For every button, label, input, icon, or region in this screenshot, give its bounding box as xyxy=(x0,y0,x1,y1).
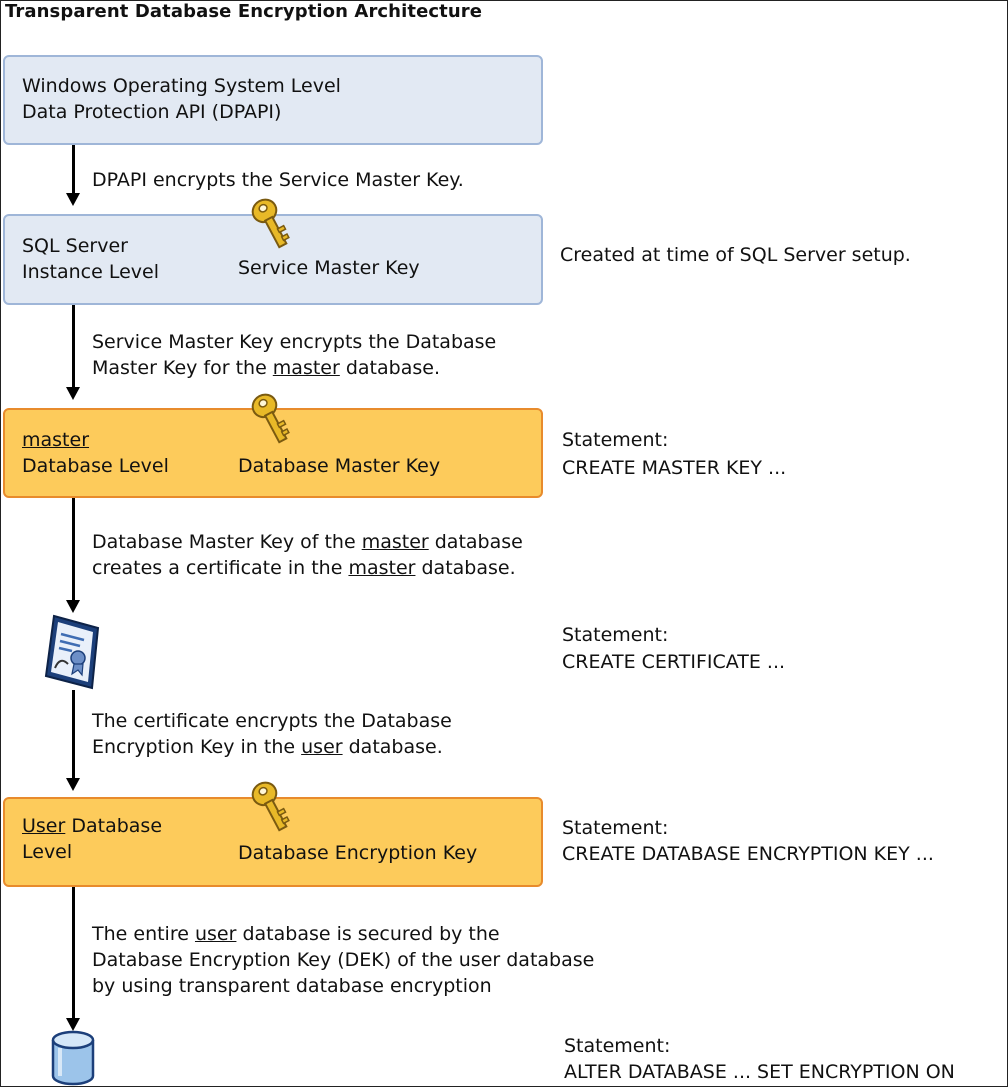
database-master-key-label: Database Master Key xyxy=(238,455,441,477)
master-statement-label: Statement: xyxy=(562,429,669,451)
arrow-5-user-text: user xyxy=(194,923,237,945)
user-database-line1: User Database xyxy=(22,813,162,839)
arrow-3-text-post: database xyxy=(428,531,523,553)
windows-level-line2: Data Protection API (DPAPI) xyxy=(22,101,282,123)
arrow-5-text-line1: The entire user database is secured by t… xyxy=(92,921,500,947)
user-db-statement-label: Statement: xyxy=(562,817,669,839)
arrow-4-head xyxy=(66,778,80,791)
user-database-rest-text: Database xyxy=(65,815,163,837)
instance-level-line1: SQL Server xyxy=(22,235,128,257)
arrow-3-text2-pre: creates a certificate in the xyxy=(92,557,349,579)
database-encryption-key-label: Database Encryption Key xyxy=(238,842,478,864)
key-icon xyxy=(251,781,290,832)
master-statement: CREATE MASTER KEY ... xyxy=(562,457,787,479)
instance-level-line2: Instance Level xyxy=(22,261,160,283)
arrow-1-line xyxy=(72,145,75,195)
certificate-statement: CREATE CERTIFICATE ... xyxy=(562,651,786,673)
arrow-3-text-pre: Database Master Key of the xyxy=(92,531,362,553)
arrow-3-master-text-2: master xyxy=(348,557,416,579)
database-icon xyxy=(51,1030,95,1086)
certificate-statement-label: Statement: xyxy=(562,624,669,646)
arrow-4-user-text: user xyxy=(301,736,343,758)
arrow-4-text-line2: Encryption Key in the user database. xyxy=(92,734,443,760)
arrow-5-head xyxy=(66,1018,80,1031)
diagram-title: Transparent Database Encryption Architec… xyxy=(5,1,483,22)
service-master-key-label: Service Master Key xyxy=(238,257,420,279)
arrow-5-text-line2: Database Encryption Key (DEK) of the use… xyxy=(92,949,595,971)
arrow-2-text-line1: Service Master Key encrypts the Database xyxy=(92,331,497,353)
user-database-user-text: User xyxy=(22,815,66,837)
arrow-1-text: DPAPI encrypts the Service Master Key. xyxy=(92,169,464,191)
windows-level-line1: Windows Operating System Level xyxy=(22,75,341,97)
user-db-statement: CREATE DATABASE ENCRYPTION KEY ... xyxy=(562,843,934,865)
arrow-3-master-text-1: master xyxy=(361,531,429,553)
arrow-4-text-pre: Encryption Key in the xyxy=(92,736,302,758)
instance-level-note: Created at time of SQL Server setup. xyxy=(560,244,911,266)
user-database-line2: Level xyxy=(22,841,73,863)
arrow-2-head xyxy=(66,387,80,400)
arrow-4-text-line1: The certificate encrypts the Database xyxy=(92,710,452,732)
arrow-3-head xyxy=(66,600,80,613)
arrow-4-line xyxy=(72,690,75,780)
arrow-2-master-text: master xyxy=(272,357,340,379)
arrow-5-line xyxy=(72,887,75,1020)
arrow-2-text-line2: Master Key for the master database. xyxy=(92,355,440,381)
key-icon xyxy=(251,198,290,249)
arrow-3-text-line1: Database Master Key of the master databa… xyxy=(92,529,523,555)
arrow-2-line xyxy=(72,305,75,389)
arrow-5-text-line3: by using transparent database encryption xyxy=(92,975,492,997)
arrow-5-text-pre: The entire xyxy=(92,923,195,945)
database-statement: ALTER DATABASE ... SET ENCRYPTION ON xyxy=(564,1061,955,1083)
arrow-2-text-post: database. xyxy=(339,357,440,379)
arrow-3-line xyxy=(72,498,75,602)
arrow-5-text-post: database is secured by the xyxy=(236,923,500,945)
arrow-1-head xyxy=(66,193,80,206)
master-database-line2: Database Level xyxy=(22,455,169,477)
arrow-2-text-pre: Master Key for the xyxy=(92,357,273,379)
arrow-3-text2-post: database. xyxy=(415,557,516,579)
arrow-3-text-line2: creates a certificate in the master data… xyxy=(92,555,516,581)
windows-level-box xyxy=(3,55,543,145)
database-statement-label: Statement: xyxy=(564,1035,671,1057)
certificate-icon xyxy=(44,614,100,690)
arrow-4-text-post: database. xyxy=(342,736,443,758)
master-database-line1: master xyxy=(22,429,90,451)
key-icon xyxy=(251,393,290,444)
